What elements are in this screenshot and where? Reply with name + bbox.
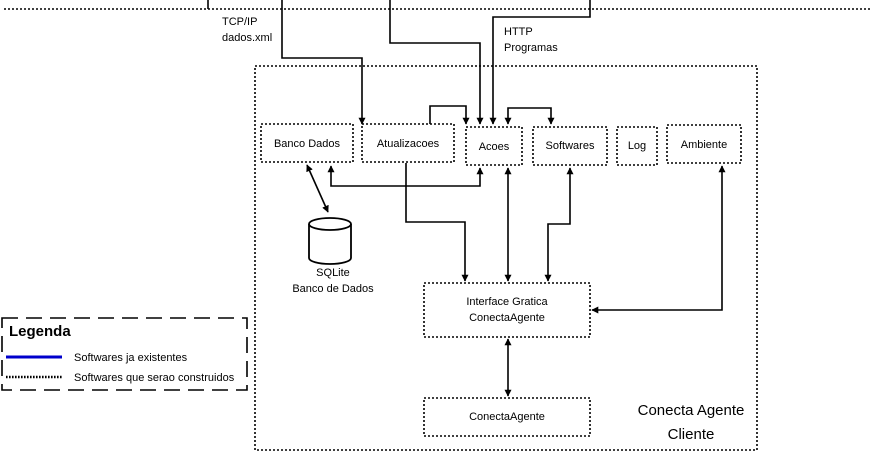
conecta-agente-label: ConectaAgente [469,411,545,423]
tcp-connection-line [281,0,366,125]
log-label: Log [628,140,646,152]
acoes-box [465,126,523,166]
sqlite-label-2: Banco de Dados [292,283,374,295]
softwares-interface-arrow [544,167,574,282]
ambiente-interface-arrow [591,165,726,314]
atualizacoes-interface-arrow [405,163,469,282]
softwares-label: Softwares [546,140,595,152]
atualizacoes-acoes-arrow [429,105,470,125]
atualizacoes-label: Atualizacoes [377,138,440,150]
client-boundary [254,65,758,451]
interface-label-1: Interface Gratica [466,296,548,308]
client-label-2: Cliente [668,426,715,443]
tcp-label-1: TCP/IP [222,16,257,28]
acoes-softwares-arrow [504,107,555,125]
http-label-2: Programas [504,42,558,54]
sqlite-database-icon [308,217,352,265]
interface-grafica-box [423,282,591,338]
legend-existing-label: Softwares ja existentes [74,352,188,364]
client-label-1: Conecta Agente [638,402,745,419]
http-connection-line-1 [389,0,484,125]
banco-sqlite-arrow [306,164,329,213]
softwares-box [532,126,608,166]
tcp-label-2: dados.xml [222,32,272,44]
ambiente-label: Ambiente [681,139,727,151]
conecta-agente-box [423,397,591,437]
http-connection-line-2 [489,0,591,125]
log-box [616,126,658,166]
legend: Legenda Softwares ja existentes Software… [1,317,248,391]
interface-label-2: ConectaAgente [469,312,545,324]
legend-title: Legenda [9,323,71,340]
sqlite-label-1: SQLite [316,267,350,279]
banco-dados-box [260,123,354,163]
atualizacoes-box [361,123,455,163]
http-label-1: HTTP [504,26,533,38]
banco-dados-label: Banco Dados [274,138,341,150]
legend-planned-label: Softwares que serao construidos [74,372,235,384]
acoes-label: Acoes [479,141,510,153]
ambiente-box [666,124,742,164]
